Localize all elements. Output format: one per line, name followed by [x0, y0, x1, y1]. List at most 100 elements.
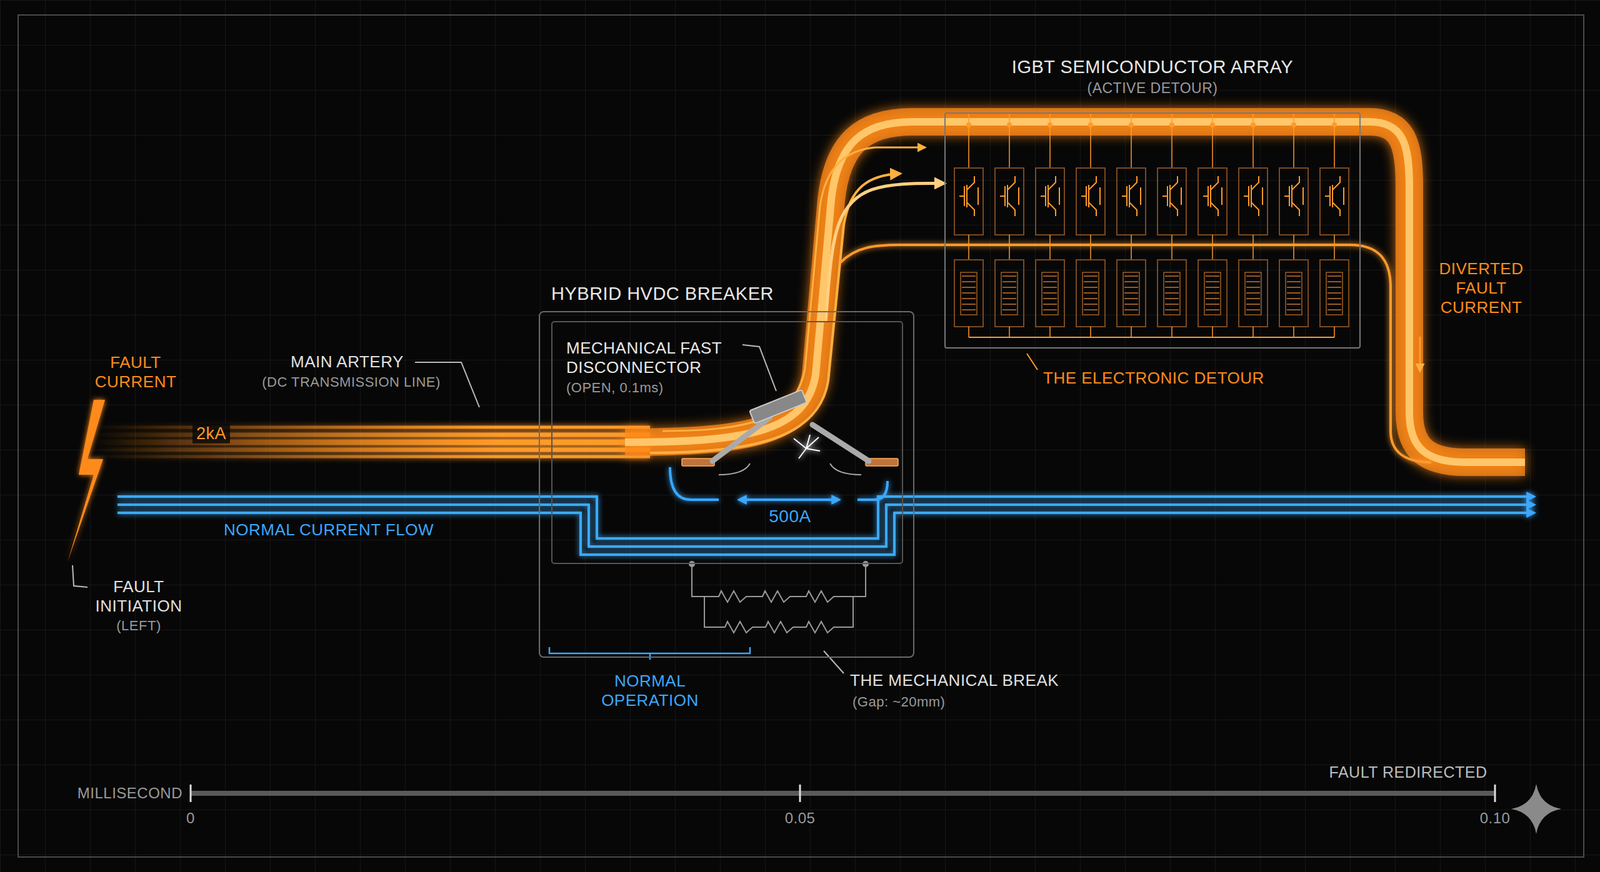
- igbt-cells: [961, 309, 976, 311]
- electronic-detour-leader: [1026, 353, 1038, 370]
- igbt-cells: [1008, 326, 1010, 338]
- igbt-cells: [1165, 275, 1179, 277]
- normal-current-lines: [117, 513, 1535, 555]
- igbt-cells: [1246, 309, 1260, 311]
- igbt-cells: [1327, 303, 1342, 305]
- normal-operation-label: NORMAL OPERATION: [584, 671, 716, 711]
- timeline: [190, 791, 1495, 797]
- fault-current-band: [93, 427, 650, 457]
- igbt-cells: [1205, 298, 1220, 300]
- igbt-cells: [1043, 292, 1057, 294]
- igbt-cells: [961, 281, 976, 283]
- igbt-cells: [1007, 123, 1012, 127]
- time-axis-unit: MILLISECOND: [77, 785, 183, 804]
- normal-current-lines: [670, 467, 719, 500]
- igbt-cells: [1286, 281, 1301, 283]
- igbt-cells: [1210, 123, 1215, 127]
- igbt-cells: [1291, 123, 1296, 127]
- igbt-cells: [1043, 303, 1057, 305]
- igbt-cells: [1008, 235, 1010, 260]
- resistor-bank: [712, 591, 844, 603]
- igbt-cells: [1043, 309, 1057, 311]
- normal-current-value: 500A: [768, 506, 811, 528]
- igbt-cells: [961, 292, 976, 294]
- igbt-cells: [1165, 309, 1179, 311]
- time-tick: 0: [186, 810, 195, 829]
- igbt-cells: [1129, 123, 1134, 127]
- igbt-cells: [1124, 292, 1139, 294]
- igbt-cells: [1083, 292, 1098, 294]
- igbt-cells: [1279, 168, 1309, 235]
- igbt-cells: [968, 336, 1335, 339]
- igbt-cells: [1035, 168, 1065, 235]
- igbt-cells: [1246, 303, 1260, 305]
- igbt-cells: [1211, 113, 1214, 169]
- igbt-title: IGBT SEMICONDUCTOR ARRAY: [883, 56, 1422, 79]
- time-tick: 0.05: [785, 810, 816, 829]
- igbt-cells: [1293, 235, 1295, 260]
- fault-lightning-bolt: [67, 400, 105, 563]
- fault-current-band: [93, 448, 650, 453]
- igbt-cells: [1327, 275, 1342, 277]
- igbt-cells: [1124, 303, 1139, 305]
- igbt-cells: [995, 260, 1024, 327]
- normal-operation-bracket: [549, 647, 750, 660]
- normal-current-lines: [738, 498, 840, 502]
- igbt-cells: [1205, 303, 1220, 305]
- igbt-cells: [1165, 292, 1179, 294]
- igbt-cells: [1124, 281, 1139, 283]
- breaker-housing: HYBRID HVDC BREAKERMECHANICAL FAST DISCO…: [538, 311, 915, 659]
- fault-diversion-connector: [825, 183, 945, 322]
- fault-current-ribbon: [840, 245, 1432, 463]
- igbt-cells: [995, 168, 1024, 235]
- igbt-cells: [1246, 286, 1260, 289]
- disconnector-switch: [718, 463, 862, 475]
- normal-current-lines: [857, 481, 888, 500]
- fault-initiation-label: FAULT INITIATION: [79, 577, 199, 617]
- timeline: [190, 785, 1495, 803]
- text-group: HYBRID HVDC BREAKER: [551, 283, 774, 305]
- igbt-cells: [1238, 168, 1268, 235]
- igbt-cells: [966, 123, 971, 127]
- igbt-cells: [1198, 168, 1227, 235]
- igbt-cells: [959, 176, 979, 217]
- igbt-cells: [1083, 281, 1098, 283]
- disconnector-switch: [681, 390, 899, 475]
- igbt-cells: [1090, 326, 1092, 338]
- igbt-cells: [1157, 168, 1187, 235]
- igbt-cells: [1083, 309, 1098, 311]
- igbt-cells: [1002, 281, 1017, 283]
- igbt-cells: [1320, 260, 1349, 327]
- igbt-cells: [1205, 309, 1220, 311]
- igbt-cells: [1043, 286, 1057, 289]
- fault-redirected-label: FAULT REDIRECTED: [1329, 763, 1488, 782]
- igbt-cells: [1048, 123, 1052, 127]
- igbt-cells: [968, 113, 970, 169]
- disconnector-leader: [742, 345, 777, 392]
- igbt-cells: [1171, 326, 1173, 338]
- igbt-cells: [1205, 292, 1220, 294]
- igbt-cells: [1246, 292, 1260, 294]
- resistor-bank: [718, 621, 841, 634]
- electronic-detour-label: THE ELECTRONIC DETOUR: [1043, 368, 1265, 389]
- igbt-cells: [1043, 298, 1057, 300]
- igbt-cells: [1130, 326, 1132, 338]
- disconnector-title: MECHANICAL FAST DISCONNECTOR: [566, 338, 754, 378]
- igbt-cells: [1002, 292, 1017, 294]
- text-group: MECHANICAL FAST DISCONNECTOR(OPEN, 0.1ms…: [552, 322, 754, 397]
- igbt-cells: [1293, 113, 1295, 169]
- igbt-cells: [1035, 260, 1065, 327]
- igbt-cells: [1327, 286, 1342, 289]
- line-type-note: (DC TRANSMISSION LINE): [261, 374, 441, 391]
- fault-current-label: FAULT CURRENT: [85, 353, 186, 392]
- fault-current-band: [93, 433, 650, 438]
- igbt-cells: [1002, 275, 1017, 277]
- igbt-cells: [1163, 272, 1180, 315]
- gap-dimension: (Gap: ~20mm): [852, 694, 945, 711]
- igbt-cells: [1293, 326, 1295, 338]
- igbt-cells: [1165, 303, 1179, 305]
- igbt-cells: [1008, 113, 1010, 169]
- igbt-cells: [1002, 286, 1017, 289]
